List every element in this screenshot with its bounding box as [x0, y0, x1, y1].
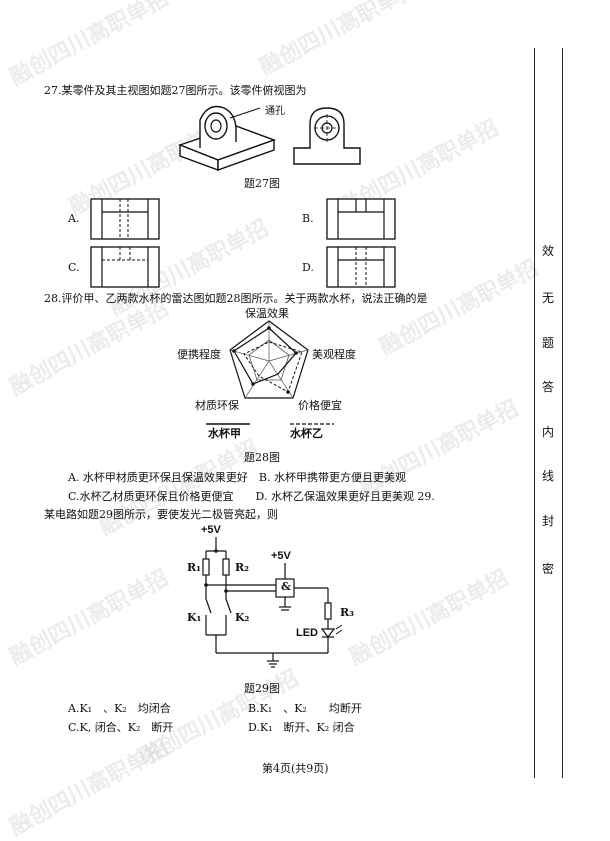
q29-caption: 题29图 [244, 682, 280, 695]
radar-label-bottom-right: 价格便宜 [298, 399, 342, 412]
hole-label: 通孔 [265, 106, 285, 117]
binding-char: 内 [542, 425, 555, 439]
q29-stem: 某电路如题29图所示，要使发光二极管亮起，则 [44, 508, 278, 521]
q27-front-view [293, 107, 361, 165]
q28-stem: 28.评价甲、乙两款水杯的雷达图如题28图所示。关于两款水杯，说法正确的是 [44, 292, 428, 305]
q28-caption: 题28图 [244, 451, 280, 464]
q27-isometric-figure [177, 105, 277, 172]
radar-chart [229, 320, 309, 399]
watermark: 融创四川高职单招 [375, 255, 543, 361]
label-vcc-1: +5V [201, 524, 221, 536]
label-r1: R₁ [187, 561, 201, 574]
label-and-gate: & [281, 580, 291, 593]
binding-line-right [562, 48, 563, 778]
q27-option-a-figure[interactable] [90, 198, 160, 240]
page-footer: 第4页(共9页) [262, 762, 329, 775]
q29-option-a: A.K₁ 、K₂ 均闭合 [68, 702, 171, 715]
q29-option-d: D.K₁ 断开、K₂ 闭合 [248, 721, 355, 734]
circuit-diagram [202, 537, 343, 668]
q27-option-a-label: A. [68, 212, 80, 225]
q27-option-b-figure[interactable] [326, 198, 396, 240]
label-r3: R₃ [340, 606, 354, 619]
label-vcc-2: +5V [271, 550, 291, 562]
label-led: LED [296, 627, 318, 639]
label-k2: K₂ [235, 611, 250, 624]
legend-line-b [290, 423, 334, 425]
binding-char: 密 [542, 562, 555, 576]
q28-options-ab: A. 水杯甲材质更环保且保温效果更好 B. 水杯甲携带更方便且更美观 [68, 471, 407, 484]
radar-label-bottom-left: 材质环保 [195, 399, 239, 412]
label-k1: K₁ [187, 611, 202, 624]
q27-option-c-figure[interactable] [90, 246, 160, 288]
binding-char: 题 [542, 336, 555, 350]
q27-option-d-label: D. [302, 261, 314, 274]
binding-char: 线 [542, 469, 555, 483]
binding-char: 效 [542, 244, 555, 258]
watermark: 融创四川高职单招 [5, 735, 173, 841]
legend-b: 水杯乙 [290, 427, 323, 440]
legend-line-a [206, 423, 250, 425]
binding-char: 封 [542, 514, 555, 528]
q28-options-cd: C.水杯乙材质更环保且价格更便宜 D. 水杯乙保温效果更好且更美观 29. [68, 490, 435, 503]
legend-a: 水杯甲 [208, 427, 241, 440]
q27-stem: 27.某零件及其主视图如题27图所示。该零件俯视图为 [44, 84, 307, 97]
q27-option-b-label: B. [302, 212, 314, 225]
radar-label-top: 保温效果 [245, 307, 289, 320]
watermark: 融创四川高职单招 [135, 665, 303, 771]
binding-char: 答 [542, 380, 555, 394]
watermark: 融创四川高职单招 [5, 565, 173, 671]
watermark: 融创四川高职单招 [345, 565, 513, 671]
radar-label-left: 便携程度 [177, 348, 221, 361]
q27-option-d-figure[interactable] [326, 246, 396, 288]
watermark: 融创四川高职单招 [255, 0, 423, 81]
watermark: 融创四川高职单招 [5, 295, 173, 401]
label-r2: R₂ [235, 561, 249, 574]
radar-label-right: 美观程度 [312, 348, 356, 361]
q27-caption: 题27图 [244, 177, 280, 190]
q29-option-b: B.K₁ 、K₂ 均断开 [248, 702, 362, 715]
q29-option-c: C.K, 闭合、K₂ 断开 [68, 721, 174, 734]
watermark: 融创四川高职单招 [5, 0, 173, 91]
binding-line-left [534, 48, 535, 778]
q27-option-c-label: C. [68, 261, 80, 274]
binding-char: 无 [542, 291, 555, 305]
